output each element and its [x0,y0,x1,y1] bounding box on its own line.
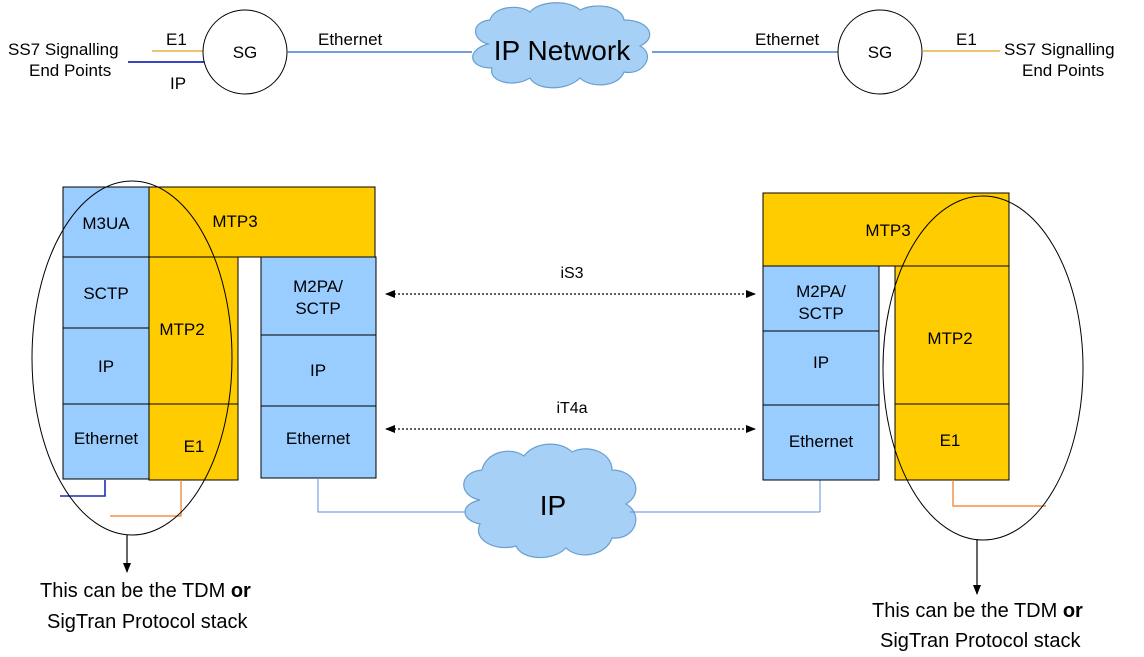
right-sg-label: SG [868,43,893,62]
right-e1-label: E1 [956,30,977,49]
left-mtp3-layer [148,186,376,258]
right-note-line2: SigTran Protocol stack [880,630,1081,652]
left-mid-ip-label: IP [310,361,326,380]
right-ethernet-label: Ethernet [755,30,820,49]
left-sctp-layer [62,256,150,329]
ip-network-label: IP Network [494,35,631,66]
left-ip-layer [62,327,150,405]
left-stack-ellipse [31,180,233,536]
right-m2pa-stack: M2PA/ SCTP IP Ethernet [762,265,880,481]
right-protocol-stack: MTP3 MTP2 E1 This can be the TDM or SigT… [762,192,1084,652]
right-note-line1: This can be the TDM or [872,600,1083,622]
ip-network-cloud [472,2,651,89]
left-mid-m2pa-label-line2: SCTP [295,299,340,318]
top-row: SS7 Signalling End Points E1 IP SG Ether… [8,2,1115,95]
bottom-ip-cloud-group: IP [463,443,821,559]
right-mid-m2pa-label-line2: SCTP [798,304,843,323]
left-e1-layer-label: E1 [184,437,205,456]
left-m3ua-label: M3UA [82,214,130,233]
right-mid-ethernet-layer [762,404,880,481]
left-endpoint-label-line1: SS7 Signalling [8,40,119,59]
left-note-line1: This can be the TDM or [40,580,251,602]
right-mtp2-layer [894,265,1010,405]
left-mid-m2pa-label-line1: M2PA/ [293,277,343,296]
left-ip-label: IP [170,74,186,93]
right-mid-ip-label: IP [813,353,829,372]
left-mid-ip-link [317,478,466,513]
it4a-label: iT4a [556,400,587,417]
left-sg-label: SG [233,43,258,62]
right-endpoint-label-line2: End Points [1022,61,1104,80]
right-e1-drop [952,480,1046,507]
left-note-line2: SigTran Protocol stack [47,611,248,633]
left-mid-ethernet-label: Ethernet [286,429,351,448]
left-ip-label: IP [98,357,114,376]
right-e1-layer [894,403,1010,481]
left-endpoint-label-line2: End Points [29,61,111,80]
right-mid-ip-layer [762,330,880,406]
left-ethernet-drop [60,480,106,497]
right-endpoint-label-line1: SS7 Signalling [1004,40,1115,59]
right-mtp3-label: MTP3 [865,221,910,240]
left-mtp2-layer [148,256,239,405]
bottom-ip-label: IP [540,490,566,521]
right-stack-ellipse [882,195,1084,541]
right-e1-layer-label: E1 [940,431,961,450]
right-mid-ethernet-label: Ethernet [789,432,854,451]
left-ethernet-label: Ethernet [74,429,139,448]
left-mid-m2pa-layer [260,256,377,336]
is3-label: iS3 [560,265,583,282]
left-sctp-label: SCTP [83,284,128,303]
left-e1-drop [110,480,182,517]
right-mtp3-layer [762,192,1010,267]
left-m2pa-stack: M2PA/ SCTP IP Ethernet [260,256,466,513]
right-mid-m2pa-label-line1: M2PA/ [796,282,846,301]
left-mtp3-label: MTP3 [212,212,257,231]
left-ethernet-label: Ethernet [318,30,383,49]
left-ethernet-layer [62,403,150,480]
left-e1-label: E1 [166,30,187,49]
left-e1-layer [148,403,239,481]
right-sg-node [837,9,923,95]
bottom-ip-cloud [463,443,637,559]
left-protocol-stack: M3UA SCTP IP Ethernet MTP3 MTP2 E1 This … [31,180,376,633]
left-mtp2-label: MTP2 [159,320,204,339]
right-mtp2-label: MTP2 [927,329,972,348]
link-arrows: iS3 iT4a [385,265,756,433]
